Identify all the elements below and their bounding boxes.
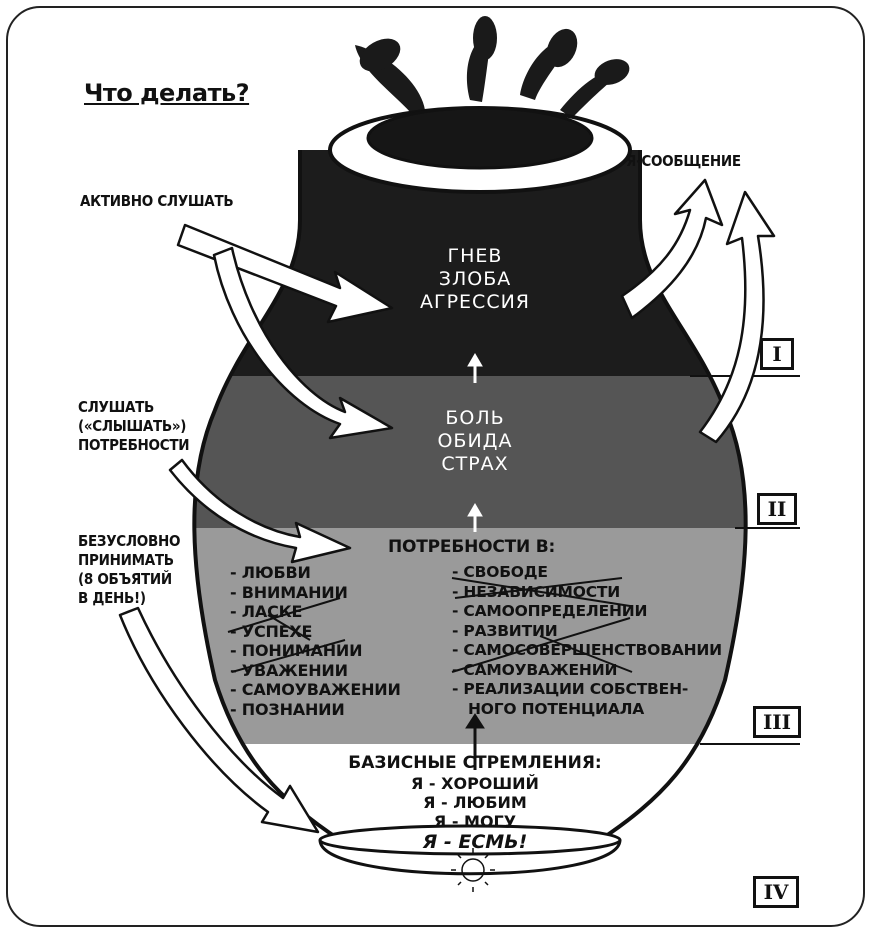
need-item: - УСПЕХЕ [230, 621, 313, 641]
basic-line: Я - МОГУ [433, 812, 517, 831]
label-accept-line: В ДЕНЬ!) [78, 589, 146, 607]
label-listen-needs: СЛУШАТЬ («СЛЫШАТЬ») ПОТРЕБНОСТИ [78, 398, 190, 455]
level-2-word: ОБИДА [437, 430, 513, 452]
up-arrow-2-3 [467, 503, 483, 532]
band-level-2 [194, 376, 746, 528]
level-2-word: СТРАХ [441, 453, 509, 475]
need-item: - РАЗВИТИИ [452, 621, 558, 640]
label-accept-line: ПРИНИМАТЬ [78, 551, 174, 569]
label-active-listen: АКТИВНО СЛУШАТЬ [80, 192, 234, 210]
basic-line-emphasis: Я - ЕСМЬ! [422, 831, 528, 853]
needs-heading: ПОТРЕБНОСТИ В: [388, 537, 556, 557]
arrow-active-listen-2 [212, 246, 394, 440]
level-1-words: ГНЕВ ЗЛОБА АГРЕССИЯ [400, 245, 550, 314]
up-arrow-1-2 [467, 353, 483, 383]
need-item: - ЛЮБВИ [230, 563, 311, 582]
level-label-1: I [760, 338, 794, 370]
arrow-i-message-2 [698, 190, 776, 444]
need-item: НОГО ПОТЕНЦИАЛА [468, 699, 645, 718]
band-level-3 [194, 528, 746, 744]
need-item: - ПОНИМАНИИ [230, 641, 363, 660]
level-label-3: III [753, 706, 801, 738]
label-listen-needs-line: («СЛЫШАТЬ») [78, 417, 187, 435]
basic-line: Я - ХОРОШИЙ [411, 774, 539, 793]
level-label-2: II [757, 493, 797, 525]
basic-line: Я - ЛЮБИМ [423, 793, 527, 812]
need-item: - НЕЗАВИСИМОСТИ [452, 582, 621, 601]
label-accept-line: БЕЗУСЛОВНО [78, 532, 181, 550]
label-accept: БЕЗУСЛОВНО ПРИНИМАТЬ (8 ОБЪЯТИЙ В ДЕНЬ!) [78, 532, 180, 608]
label-listen-needs-line: СЛУШАТЬ [78, 398, 155, 416]
level-1-word: ЗЛОБА [438, 268, 512, 290]
need-item: - СВОБОДЕ [452, 563, 548, 581]
arrow-accept [118, 606, 320, 834]
strike-left [227, 597, 346, 673]
need-item: - ЛАСКЕ [230, 602, 303, 621]
strike-right [451, 577, 633, 673]
need-item: - САМОУВАЖЕНИИ [230, 680, 401, 699]
level-label-4: IV [753, 876, 799, 908]
label-accept-line: (8 ОБЪЯТИЙ [78, 570, 172, 588]
arrow-i-message-1 [620, 178, 724, 320]
vase-mouth [366, 106, 594, 170]
need-item: - ВНИМАНИИ [230, 582, 348, 602]
need-item: - УВАЖЕНИИ [230, 660, 348, 680]
level-1-word: ГНЕВ [447, 245, 503, 267]
level-1-word: АГРЕССИЯ [420, 291, 530, 313]
level-2-words: БОЛЬ ОБИДА СТРАХ [400, 407, 550, 476]
needs-left-list: - ЛЮБВИ - ВНИМАНИИ - ЛАСКЕ - УСПЕХЕ - ПО… [230, 563, 401, 719]
need-item: - САМОСОВЕРШЕНСТВОВАНИИ [452, 641, 722, 659]
sun-icon [451, 848, 495, 892]
need-item: - ПОЗНАНИИ [230, 699, 345, 719]
arrow-listen-needs [168, 458, 352, 564]
page-title: Что делать? [84, 79, 250, 107]
up-arrow-3-4 [465, 713, 485, 770]
basic-heading: БАЗИСНЫЕ СТРЕМЛЕНИЯ: [348, 753, 602, 773]
label-i-message: Я-СООБЩЕНИЕ [626, 152, 741, 170]
need-item: - САМООПРЕДЕЛЕНИИ [452, 602, 648, 620]
need-item: - РЕАЛИЗАЦИИ СОБСТВЕН- [452, 680, 689, 698]
level-2-word: БОЛЬ [445, 407, 505, 429]
need-item: - САМОУВАЖЕНИИ [452, 660, 618, 679]
splash-drops [355, 16, 630, 118]
label-listen-needs-line: ПОТРЕБНОСТИ [78, 436, 190, 454]
needs-right-list: - СВОБОДЕ - НЕЗАВИСИМОСТИ - САМООПРЕДЕЛЕ… [452, 563, 722, 719]
basic-strivings: БАЗИСНЫЕ СТРЕМЛЕНИЯ: Я - ХОРОШИЙ Я - ЛЮБ… [340, 752, 610, 854]
